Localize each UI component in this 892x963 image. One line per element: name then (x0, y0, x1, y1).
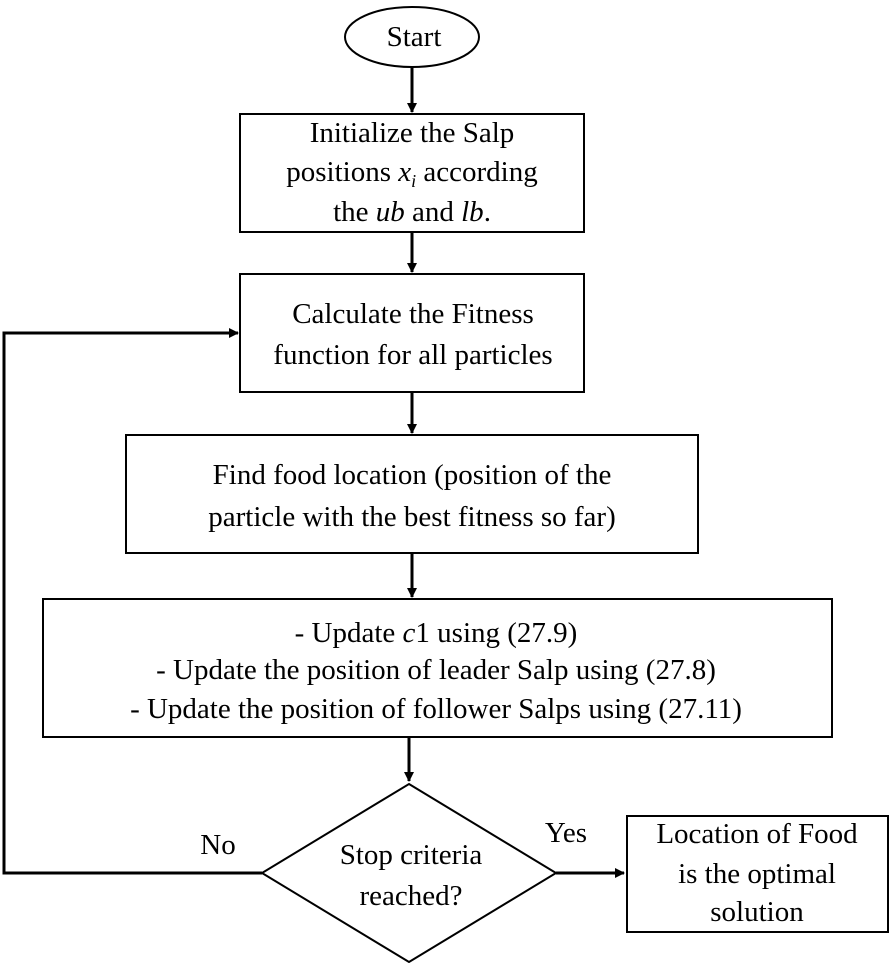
fitness-line-1: Calculate the Fitness (292, 298, 534, 330)
decision-line-2: reached? (359, 880, 462, 912)
yes-label: Yes (545, 817, 587, 849)
result-node: Location of Food is the optimal solution (626, 815, 889, 933)
food-line-2: particle with the best fitness so far) (208, 501, 616, 533)
result-line-1: Location of Food (656, 818, 858, 850)
start-label: Start (387, 21, 442, 53)
arrow-no-loop (2, 328, 262, 875)
fitness-node: Calculate the Fitness function for all p… (239, 273, 585, 393)
init-line-2: positions xi according (286, 156, 537, 191)
init-line-1: Initialize the Salp (310, 117, 515, 149)
result-line-2: is the optimal (678, 858, 836, 890)
food-node: Find food location (position of the part… (125, 434, 699, 554)
fitness-line-2: function for all particles (273, 339, 552, 371)
update-line-3: - Update the position of follower Salps … (130, 693, 742, 725)
decision-line-1: Stop criteria (340, 839, 483, 871)
update-line-1: - Update c1 using (27.9) (295, 617, 578, 649)
food-line-1: Find food location (position of the (213, 459, 612, 491)
update-line-2: - Update the position of leader Salp usi… (156, 654, 716, 686)
no-label: No (200, 829, 235, 861)
decision-node: Stop criteria reached? (260, 782, 558, 963)
init-line-3: the ub and lb. (333, 196, 491, 228)
start-node: Start (344, 6, 480, 68)
init-node: Initialize the Salp positions xi accordi… (239, 113, 585, 233)
result-line-3: solution (710, 896, 804, 928)
update-node: - Update c1 using (27.9) - Update the po… (42, 598, 833, 738)
